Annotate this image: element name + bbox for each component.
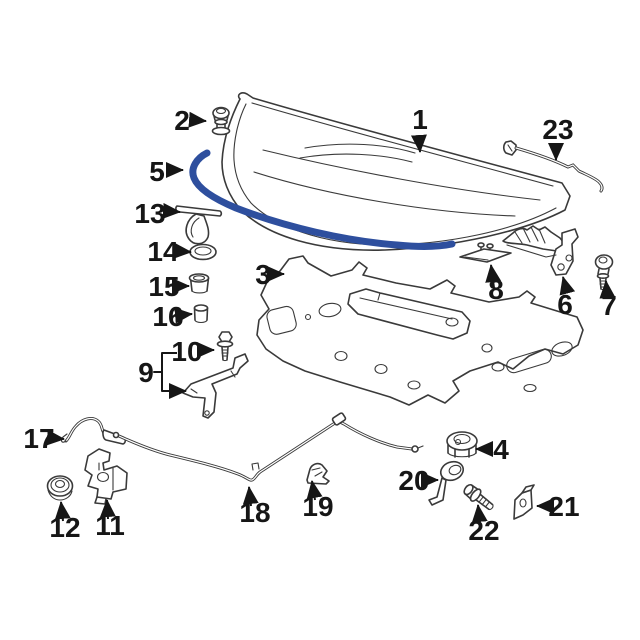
cable-end-left (112, 431, 120, 439)
callout-arrow-9 (153, 352, 187, 399)
callout-arrow-7 (599, 280, 616, 299)
hood-vent-line-1 (304, 143, 416, 154)
pad-cutout-left (266, 305, 297, 335)
seal-clip-bracket (175, 205, 223, 245)
oval-grommet (189, 243, 217, 261)
hood-vent-line-2 (299, 153, 413, 163)
callout-arrow-2 (188, 111, 207, 128)
callout-arrow-18 (242, 486, 259, 507)
hood-crease-upper (262, 149, 541, 201)
callout-arrow-1 (410, 134, 427, 153)
flanged-bushing (188, 273, 210, 294)
hood-latch (84, 448, 128, 505)
fender-bracket (182, 353, 249, 419)
callout-arrow-12 (54, 501, 71, 522)
callout-arrow-17 (46, 429, 65, 446)
callout-label-1: 1 (412, 104, 428, 135)
hood-seal (189, 149, 456, 250)
callout-label-22: 22 (468, 515, 499, 546)
latch-grommet (46, 475, 74, 501)
callout-label-9: 9 (138, 357, 154, 388)
callout-label-2: 2 (174, 105, 190, 136)
callout-label-3: 3 (255, 259, 271, 290)
callout-label-7: 7 (601, 290, 617, 321)
callout-label-18: 18 (239, 497, 270, 528)
release-handle-cable (61, 417, 127, 445)
callout-arrow-16 (174, 307, 193, 324)
pad-cutout-right (506, 348, 552, 374)
hood-bumper (211, 106, 231, 136)
bracket-bolt (216, 331, 234, 362)
hood-panel (221, 92, 571, 251)
callout-label-11: 11 (95, 510, 125, 541)
callout-label-19: 19 (302, 491, 333, 522)
callout-arrow-14 (173, 242, 192, 259)
callout-label-13: 13 (134, 198, 165, 229)
callout-label-20: 20 (398, 465, 429, 496)
sleeve-spacer (193, 304, 209, 324)
hinge-pin-plate (459, 242, 512, 263)
pad-grommet-nut (446, 431, 478, 458)
release-cable (112, 412, 424, 482)
callout-label-14: 14 (147, 236, 179, 267)
callout-arrow-8 (485, 264, 502, 289)
callout-arrow-22 (471, 504, 488, 525)
callout-label-8: 8 (488, 274, 504, 305)
striker-stud (463, 483, 494, 511)
callout-label-10: 10 (171, 336, 202, 367)
striker-bracket (513, 484, 535, 520)
cable-ferrule (331, 412, 347, 426)
callout-arrow-6 (559, 276, 576, 296)
callout-label-17: 17 (23, 423, 54, 454)
callout-label-12: 12 (49, 512, 80, 543)
rubber-bumper (428, 460, 465, 506)
hood-insulation-pad (256, 255, 584, 406)
hinge-bolt (594, 254, 614, 291)
callout-label-5: 5 (149, 156, 165, 187)
pad-center-emboss (347, 288, 471, 340)
callout-label-4: 4 (493, 434, 509, 465)
callout-arrow-13 (162, 202, 181, 219)
callout-label-16: 16 (152, 301, 183, 332)
hood-crease-lower (253, 171, 516, 217)
hood-hinge (502, 225, 579, 276)
callout-label-15: 15 (148, 271, 179, 302)
hood-rear-inner-line (251, 102, 554, 187)
cable-end-right (411, 445, 419, 453)
cable-clip (306, 462, 330, 485)
callout-label-21: 21 (548, 491, 579, 522)
callout-arrow-11 (99, 499, 116, 520)
callout-label-23: 23 (542, 114, 573, 145)
callout-arrow-19 (306, 480, 323, 501)
callout-label-6: 6 (557, 289, 573, 320)
